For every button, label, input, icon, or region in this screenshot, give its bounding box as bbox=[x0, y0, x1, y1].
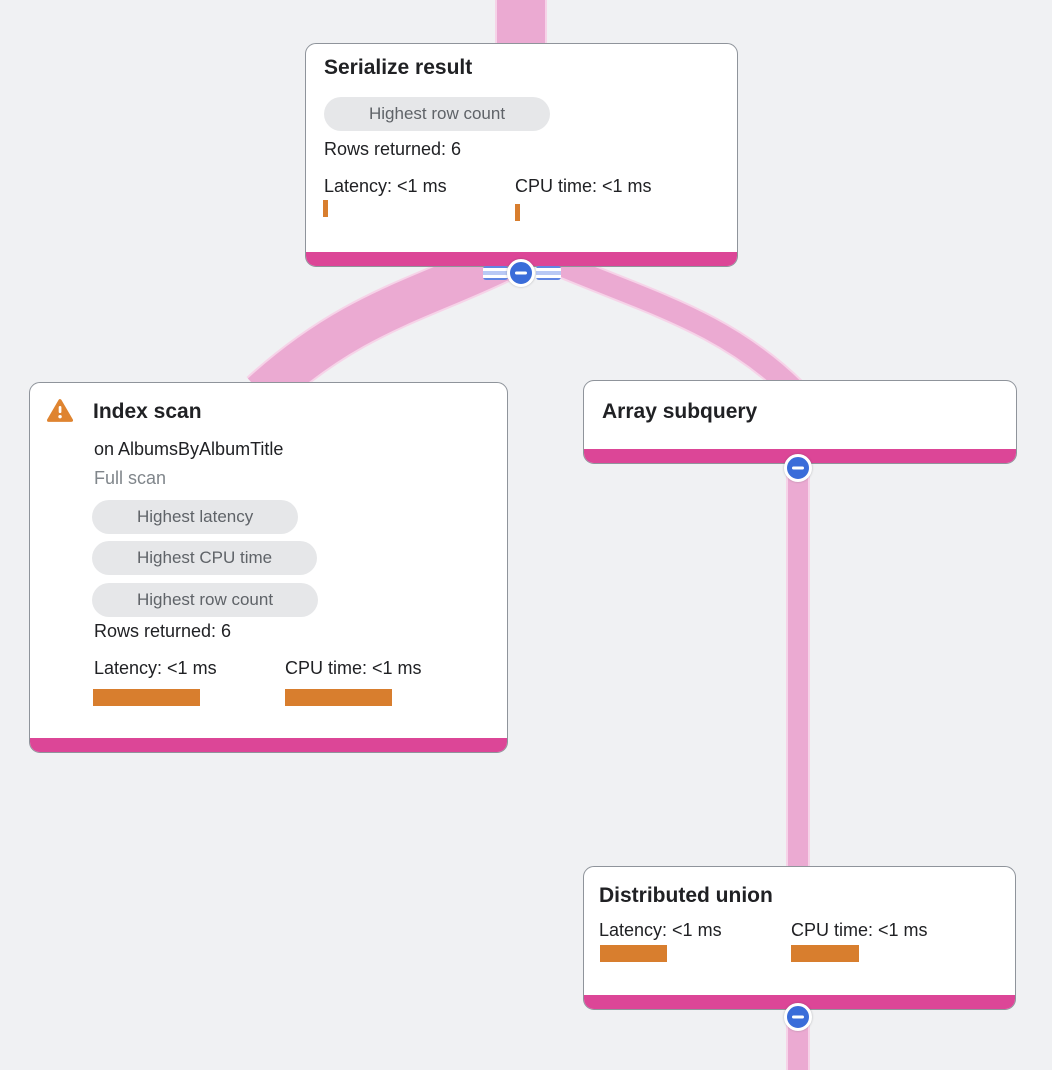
rows-returned-value: Rows returned: 6 bbox=[324, 139, 462, 159]
edge-serialize-to-array bbox=[543, 248, 808, 404]
edge-array-to-distributed bbox=[786, 458, 810, 870]
cpu-time-label: CPU time: <1 ms bbox=[791, 920, 928, 940]
collapse-button-serialize-result[interactable] bbox=[507, 259, 535, 287]
badge-highest-row-count: Highest row count bbox=[324, 97, 551, 131]
node-index-scan[interactable]: Index scan on AlbumsByAlbumTitle Full sc… bbox=[29, 382, 508, 753]
node-title: Serialize result bbox=[324, 56, 473, 79]
row-stripes-right-icon bbox=[536, 266, 561, 280]
latency-label: Latency: <1 ms bbox=[94, 658, 217, 678]
index-name-label: on AlbumsByAlbumTitle bbox=[94, 439, 284, 459]
badge-highest-latency: Highest latency bbox=[92, 500, 299, 534]
node-array-subquery[interactable]: Array subquery bbox=[583, 380, 1017, 464]
node-serialize-result[interactable]: Serialize result Highest row count Rows … bbox=[305, 43, 738, 267]
node-title: Distributed union bbox=[599, 884, 773, 907]
latency-label: Latency: <1 ms bbox=[324, 176, 447, 196]
latency-label: Latency: <1 ms bbox=[599, 920, 722, 940]
node-title: Index scan bbox=[93, 400, 202, 423]
collapse-button-distributed-union[interactable] bbox=[784, 1003, 812, 1031]
scan-type-label: Full scan bbox=[94, 468, 167, 488]
rows-returned-value: Rows returned: 6 bbox=[94, 621, 232, 641]
node-distributed-union[interactable]: Distributed union Latency: <1 ms CPU tim… bbox=[583, 866, 1016, 1010]
row-stripes-left-icon bbox=[483, 266, 508, 280]
cpu-time-label: CPU time: <1 ms bbox=[515, 176, 652, 196]
latency-metric-bar bbox=[323, 200, 328, 217]
cpu-metric-bar bbox=[791, 945, 859, 962]
edge-serialize-to-index bbox=[246, 237, 517, 412]
cpu-metric-bar bbox=[515, 204, 520, 221]
collapse-button-array-subquery[interactable] bbox=[784, 454, 812, 482]
cpu-metric-bar bbox=[285, 689, 392, 706]
node-accent-bar bbox=[584, 995, 1015, 1009]
badge-highest-cpu-time: Highest CPU time bbox=[92, 541, 318, 575]
latency-metric-bar bbox=[93, 689, 200, 706]
node-accent-bar bbox=[30, 738, 507, 752]
badge-highest-row-count: Highest row count bbox=[92, 583, 319, 617]
warning-icon bbox=[47, 399, 73, 422]
latency-metric-bar bbox=[600, 945, 667, 962]
cpu-time-label: CPU time: <1 ms bbox=[285, 658, 422, 678]
edge-offscreen-to-serialize bbox=[495, 0, 547, 48]
node-title: Array subquery bbox=[602, 400, 758, 423]
